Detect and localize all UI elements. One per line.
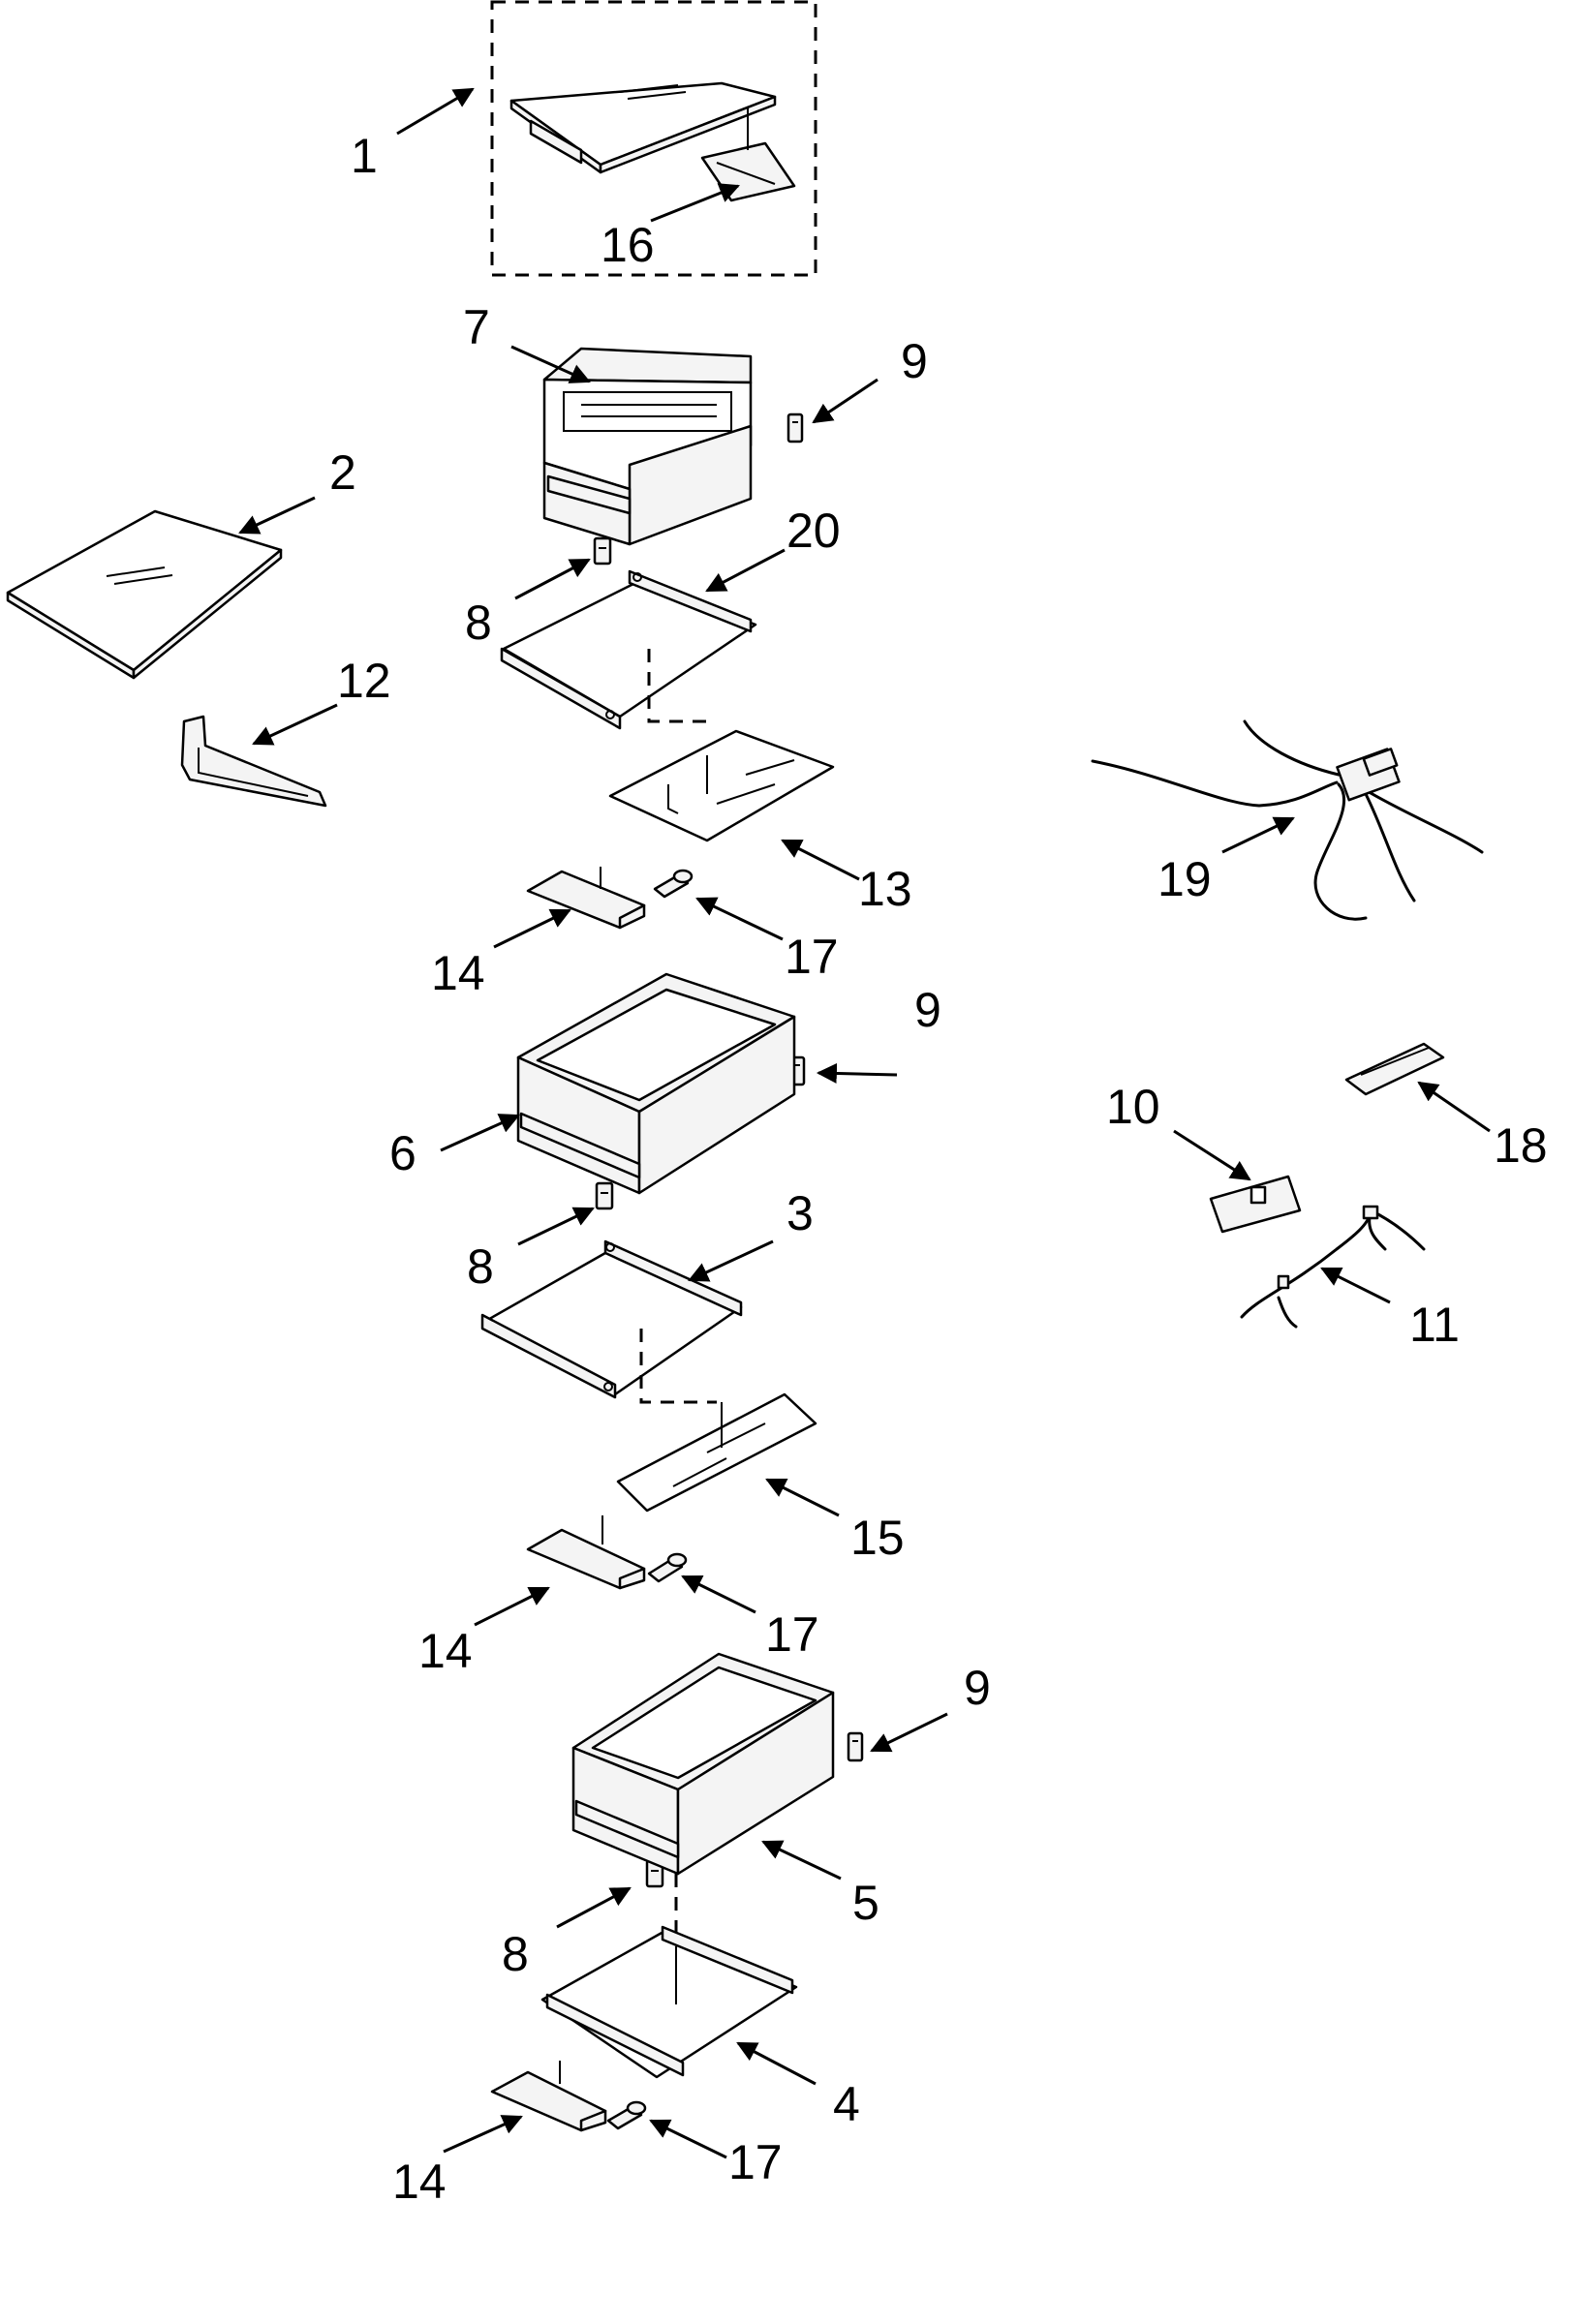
callout-labels: 1 16 7 9 2 8 20 12 13 19 14 17 9 6 10 18…	[329, 129, 1548, 2209]
clip-part-9-a	[786, 413, 804, 443]
callout-12: 12	[337, 654, 391, 708]
callout-14-top: 14	[431, 946, 485, 1000]
callout-6: 6	[389, 1126, 416, 1180]
callout-8-top: 8	[465, 596, 492, 650]
callout-8-middle: 8	[467, 1239, 494, 1294]
middle-drawer-part-6	[516, 972, 796, 1195]
shelf-assembly-part-1	[490, 0, 817, 277]
callout-13: 13	[858, 862, 912, 916]
bottom-drawer-part-5	[571, 1652, 835, 1937]
clip-part-8-a	[593, 536, 612, 566]
callout-17-middle: 17	[765, 1607, 819, 1662]
callout-4: 4	[833, 2077, 860, 2131]
callout-14-bottom: 14	[392, 2155, 447, 2209]
callout-5: 5	[852, 1876, 879, 1930]
top-drawer-part-7	[542, 347, 753, 546]
slide-frame-part-20	[500, 569, 757, 730]
callout-11: 11	[1409, 1298, 1460, 1352]
callout-18: 18	[1494, 1118, 1548, 1173]
callout-2: 2	[329, 445, 356, 500]
callout-1: 1	[351, 129, 378, 183]
callout-10: 10	[1106, 1080, 1160, 1134]
clip-part-8-b	[595, 1181, 614, 1210]
wire-harness-part-19	[1091, 719, 1484, 921]
cover-plate-part-13	[608, 729, 835, 842]
support-part-14-b	[526, 1515, 646, 1590]
callout-9-middle: 9	[914, 983, 941, 1037]
slide-frame-part-4	[540, 1925, 798, 2079]
slide-frame-part-3	[480, 1239, 743, 1404]
clip-part-9-c	[847, 1731, 864, 1762]
callout-17-bottom: 17	[728, 2135, 783, 2189]
callout-3: 3	[786, 1186, 814, 1240]
support-part-14-a	[526, 867, 646, 930]
callout-9-bottom: 9	[964, 1661, 991, 1715]
bracket-part-12	[180, 715, 327, 808]
support-part-14-c	[490, 2061, 607, 2132]
screw-part-17-a	[653, 869, 694, 899]
glass-shelf-part-2	[6, 509, 283, 680]
callout-19: 19	[1157, 852, 1212, 906]
screw-part-17-b	[647, 1552, 688, 1583]
leader-arrows	[238, 87, 1491, 2159]
callout-17-top: 17	[785, 930, 839, 984]
callout-8-bottom: 8	[502, 1927, 529, 1981]
harness-part-11	[1240, 1205, 1426, 1329]
callout-9-top: 9	[901, 334, 928, 388]
callout-14-middle: 14	[418, 1624, 473, 1678]
screw-part-17-c	[606, 2100, 647, 2130]
callout-20: 20	[786, 504, 841, 558]
cover-plate-part-15	[616, 1392, 817, 1513]
module-part-10	[1209, 1175, 1302, 1234]
callout-16: 16	[601, 218, 655, 272]
light-housing-part-18	[1344, 1042, 1445, 1096]
callout-7: 7	[463, 300, 490, 354]
callout-15: 15	[850, 1511, 905, 1565]
